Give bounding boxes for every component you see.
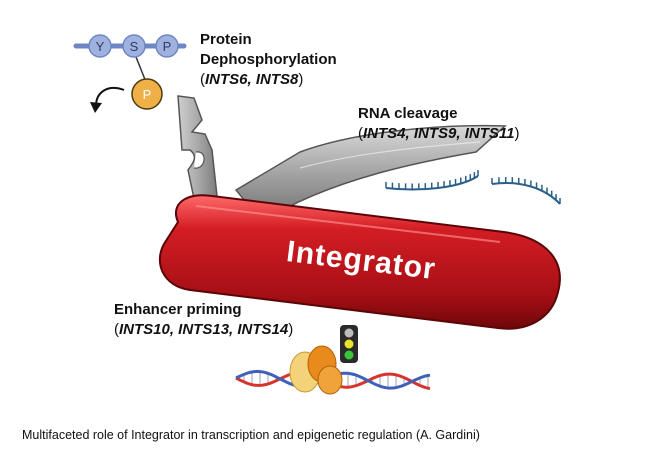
phosphate-group xyxy=(131,78,163,110)
phosphate-label: P xyxy=(143,87,152,102)
dephos-title-1: Protein xyxy=(200,31,252,48)
traffic-light xyxy=(340,325,358,363)
protein-complex xyxy=(289,345,343,395)
residue-s xyxy=(122,34,146,58)
enhancer-genes: (INTS10, INTS13, INTS14) xyxy=(114,321,294,338)
label-enhancer-priming: Enhancer priming (INTS10, INTS13, INTS14… xyxy=(114,300,293,340)
enhancer-title: Enhancer priming xyxy=(114,301,242,318)
cleavage-genes: (INTS4, INTS9, INTS11) xyxy=(358,125,520,142)
dephos-gene-list: INTS6, INTS8 xyxy=(205,71,299,88)
peptide-chain: Y S P P xyxy=(73,34,187,113)
label-dephosphorylation: Protein Dephosphorylation (INTS6, INTS8) xyxy=(200,30,337,90)
knife-handle xyxy=(159,194,561,330)
label-rna-cleavage: RNA cleavage (INTS4, INTS9, INTS11) xyxy=(358,104,519,144)
dephos-title-2: Dephosphorylation xyxy=(200,51,337,68)
knife-blade xyxy=(234,124,507,223)
residue-y xyxy=(88,34,112,58)
residue-s-label: S xyxy=(130,39,139,54)
rna-strands xyxy=(385,175,561,205)
residue-y-label: Y xyxy=(96,39,105,54)
residue-p-label: P xyxy=(163,39,172,54)
dephos-genes: (INTS6, INTS8) xyxy=(200,71,304,88)
enhancer-gene-list: INTS10, INTS13, INTS14 xyxy=(119,321,289,338)
cleavage-title: RNA cleavage xyxy=(358,105,458,122)
residue-p xyxy=(155,34,179,58)
cleavage-gene-list: INTS4, INTS9, INTS11 xyxy=(363,125,515,142)
figure-caption: Multifaceted role of Integrator in trans… xyxy=(22,428,480,442)
